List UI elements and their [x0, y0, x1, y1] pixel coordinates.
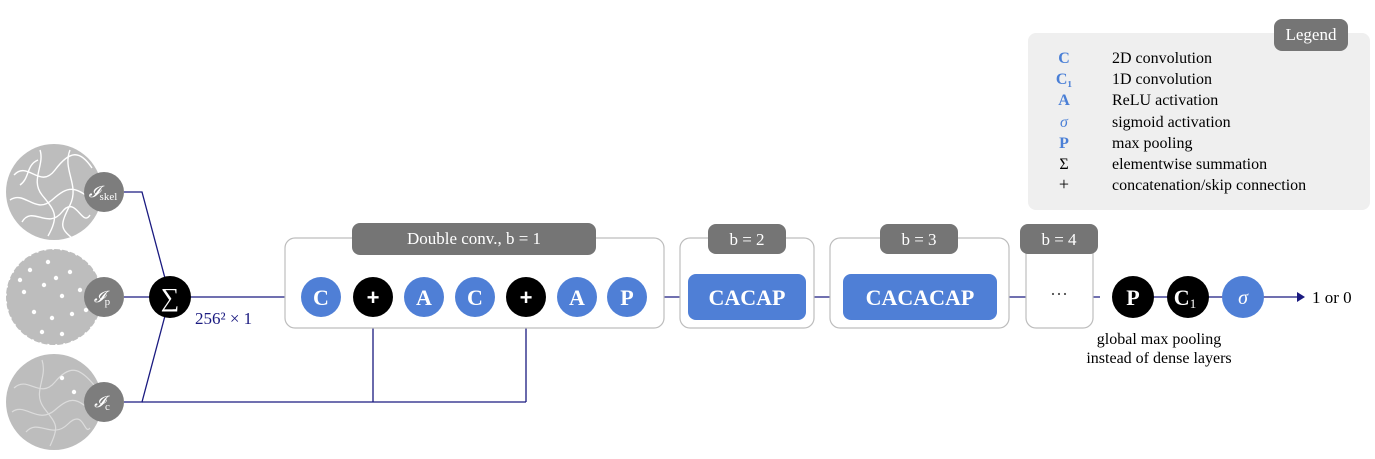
node-concat-label: +: [367, 285, 380, 310]
legend-title-pill: [1274, 19, 1348, 51]
legend-symbol-plus: +: [1059, 174, 1069, 194]
input-p: 𝓘p: [5, 248, 124, 346]
head: P C1 σ 1 or 0 global max pooling instead…: [1086, 276, 1352, 367]
output-label: 1 or 0: [1312, 288, 1352, 307]
node-concat-label: +: [520, 285, 533, 310]
legend-symbol-a: A: [1058, 92, 1070, 109]
block-2-op: [688, 274, 806, 320]
node-concat: [506, 277, 546, 317]
block-1-title: Double conv., b = 1: [407, 229, 541, 248]
input-label-circle-c: [84, 382, 124, 422]
block-4-ellipsis: ···: [1050, 284, 1068, 304]
block-3-op-label: CACACAP: [866, 285, 975, 310]
legend-text-sum: elementwise summation: [1112, 156, 1267, 173]
legend-symbol-c1: C₁: [1056, 71, 1073, 88]
node-relu: [557, 277, 597, 317]
block-4-title: b = 4: [1041, 230, 1077, 249]
input-label-circle-skel: [84, 172, 124, 212]
block-3: b = 3 CACACAP: [829, 224, 1010, 329]
skeleton-texture: [9, 149, 99, 239]
legend-symbol-sum: Σ: [1059, 156, 1068, 173]
wire-skel-to-sum: [124, 191, 171, 298]
legend-symbol-p: P: [1059, 135, 1069, 152]
node-pool-label: P: [620, 285, 633, 310]
head-note-line-1: global max pooling: [1097, 331, 1221, 348]
head-conv1d-node: [1167, 276, 1209, 318]
sum-symbol: ∑: [161, 283, 180, 312]
legend-box: [1028, 33, 1370, 210]
node-relu-label: A: [416, 285, 432, 310]
input-skel: 𝓘skel: [6, 144, 124, 240]
head-conv1d-label: C1: [1174, 285, 1196, 311]
input-label-circle-p: [84, 277, 124, 317]
input-c: 𝓘c: [6, 354, 124, 450]
legend-text-a: ReLU activation: [1112, 92, 1218, 109]
legend-text-plus: concatenation/skip connection: [1112, 177, 1306, 194]
legend-text-sigma: sigmoid activation: [1112, 114, 1231, 131]
node-concat: [353, 277, 393, 317]
head-max-pool-node: [1112, 276, 1154, 318]
node-conv-label: C: [467, 285, 483, 310]
block-3-title-pill: [880, 224, 958, 254]
contour-texture: [11, 359, 97, 447]
shape-label: 256² × 1: [195, 309, 252, 328]
block-3-op: [843, 274, 997, 320]
contour-point: [71, 389, 77, 395]
block-2-title-pill: [708, 224, 786, 254]
block-1-title-pill: [352, 223, 596, 255]
sum-node: [149, 276, 191, 318]
legend-text-c1: 1D convolution: [1112, 71, 1212, 88]
block-1: Double conv., b = 1 C + A C + A P: [284, 223, 665, 329]
legend-text-c: 2D convolution: [1112, 50, 1212, 67]
point-texture: [17, 259, 89, 337]
legend-title: Legend: [1286, 25, 1337, 44]
input-image-c: [6, 354, 102, 450]
legend: Legend C 2D convolution C₁ 1D convolutio…: [1028, 19, 1370, 210]
node-conv: [301, 277, 341, 317]
node-relu: [404, 277, 444, 317]
contour-point: [59, 375, 65, 381]
legend-symbol-c: C: [1058, 50, 1070, 67]
head-sigmoid-node: [1222, 276, 1264, 318]
head-max-pool-label: P: [1126, 285, 1139, 310]
node-conv-label: C: [313, 285, 329, 310]
block-4-title-pill: [1020, 224, 1098, 254]
node-pool: [607, 277, 647, 317]
block-4: b = 4 ···: [1020, 224, 1098, 329]
node-conv: [455, 277, 495, 317]
block-2-title: b = 2: [729, 230, 764, 249]
head-note-line-2: instead of dense layers: [1086, 350, 1231, 367]
legend-text-p: max pooling: [1112, 135, 1192, 152]
legend-symbol-sigma: σ: [1060, 114, 1069, 131]
output-arrowhead: [1297, 292, 1305, 302]
head-sigmoid-label: σ: [1238, 287, 1249, 309]
block-2: b = 2 CACAP: [679, 224, 815, 329]
node-relu-label: A: [569, 285, 585, 310]
ellipsis-bg: [1046, 288, 1076, 306]
block-2-op-label: CACAP: [709, 285, 786, 310]
block-3-title: b = 3: [901, 230, 936, 249]
